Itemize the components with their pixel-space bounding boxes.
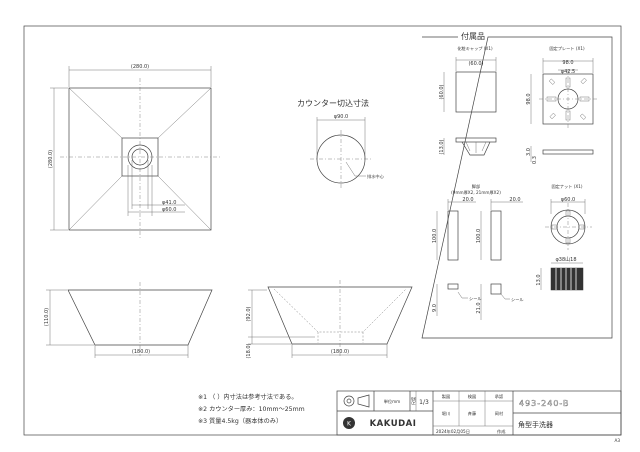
name-drafting: 堀川: [442, 410, 450, 417]
nut-thread-dim: φ38山18: [555, 256, 576, 263]
note-2: ※2 カウンター厚み：10mm〜25mm: [198, 405, 305, 413]
nut-title: 固定ナット (X1): [551, 183, 582, 190]
drain-inner-dim: φ41.0: [162, 200, 176, 206]
foot-h2-dim: 100.0: [476, 229, 482, 243]
section-height-dim: (92.0): [246, 306, 252, 321]
drawing-date-suffix: 作成: [497, 428, 505, 435]
foot-w1-dim: 20.0: [462, 197, 473, 203]
foot-seal1: シール: [469, 296, 482, 301]
front-base-dim: (180.0): [132, 349, 150, 355]
cap-side: [455, 137, 497, 143]
part-name: 角型手洗器: [518, 420, 553, 429]
accessories-panel: 付属品 化粧キャップ (X1) (60.0) (60.0) (13.0) 固定プ…: [421, 31, 613, 339]
accessories-title: 付属品: [461, 31, 485, 41]
top-width-dim: (280.0): [131, 64, 149, 70]
cap-top: [455, 71, 497, 113]
plate-sub-dim: φ42.5: [561, 69, 575, 75]
note-3: ※3 質量4.5kg（器本体のみ）: [198, 417, 282, 425]
plate-t1-dim: 3.0: [526, 148, 532, 156]
top-view: (280.0) (280.0) φ41.0 φ60.0: [48, 64, 220, 238]
sheet-border: [23, 25, 622, 436]
part-number: 493-240-B: [519, 399, 570, 408]
note-1: ※1 （ ）内寸法は参考寸法である。: [198, 393, 298, 401]
foot-9-front: [447, 210, 459, 261]
cutout-view: カウンター切込寸法 φ90.0 排水中心: [297, 98, 385, 190]
foot-9-side: [447, 283, 459, 290]
foot-t1-dim: 9.0: [432, 304, 438, 312]
cap-title: 化粧キャップ (X1): [457, 45, 493, 52]
front-view: (110.0) (180.0): [44, 282, 213, 358]
foot-21-side: [490, 283, 502, 295]
notes: ※1 （ ）内寸法は参考寸法である。 ※2 カウンター厚み：10mm〜25mm …: [198, 393, 305, 425]
foot-h1-dim: 100.0: [432, 229, 438, 243]
scale-value: 1/3: [419, 399, 429, 406]
top-height-dim: (280.0): [48, 150, 54, 168]
title-block: 単位mm 尺度 1/3 K KAKUDAI 製図 検図 承認 堀川 斉藤 岡村 …: [336, 390, 622, 436]
foot-w2-dim: 20.0: [509, 197, 520, 203]
plate-w-dim: 98.0: [562, 60, 573, 66]
role-approval: 承認: [495, 393, 504, 400]
unit-label: 単位mm: [384, 398, 401, 405]
sheet-size: A3: [614, 438, 620, 443]
name-checking: 斉藤: [468, 410, 477, 417]
svg-text:K: K: [347, 421, 352, 428]
foot-title: 脚部: [472, 183, 480, 190]
cutout-dia-dim: φ90.0: [334, 114, 348, 120]
cap-t-dim: (13.0): [439, 139, 445, 154]
role-checking: 検図: [468, 393, 476, 400]
plate-h-dim: 98.0: [526, 93, 532, 104]
drawing-date: 2024年02月05日: [436, 428, 470, 435]
foot-t2-dim: 21.0: [476, 302, 482, 313]
plate-t2-dim: 0.3: [532, 156, 538, 164]
foot-sub: (9mm厚X2, 21mm厚X2): [451, 190, 501, 196]
cap-w-dim: (60.0): [468, 61, 483, 67]
front-height-dim: (110.0): [44, 308, 50, 326]
kakudai-logo-mark: [343, 417, 355, 429]
projection-symbol: [343, 395, 355, 407]
cutout-title: カウンター切込寸法: [297, 98, 369, 108]
section-foot-dim: (18.0): [246, 343, 252, 358]
scale-label: 尺度: [410, 396, 417, 405]
foot-21-front: [490, 210, 502, 261]
plate-title: 固定プレート (X1): [549, 45, 585, 52]
plate-side: [542, 149, 594, 155]
foot-seal2: シール: [511, 297, 524, 302]
section-base-dim: (180.0): [331, 349, 349, 355]
drain-outer-dim: φ60.0: [162, 207, 176, 213]
role-drafting: 製図: [442, 393, 450, 400]
nut-h-dim: 13.0: [536, 274, 542, 285]
nut-side: [550, 267, 584, 291]
nut-dia-dim: φ60.0: [561, 197, 575, 203]
name-approval: 岡村: [495, 410, 504, 417]
drain-center-note: 排水中心: [367, 173, 385, 180]
maker-name: KAKUDAI: [370, 419, 417, 429]
cap-h-dim: (60.0): [439, 84, 445, 99]
section-view: (92.0) (18.0) (180.0): [246, 280, 413, 359]
